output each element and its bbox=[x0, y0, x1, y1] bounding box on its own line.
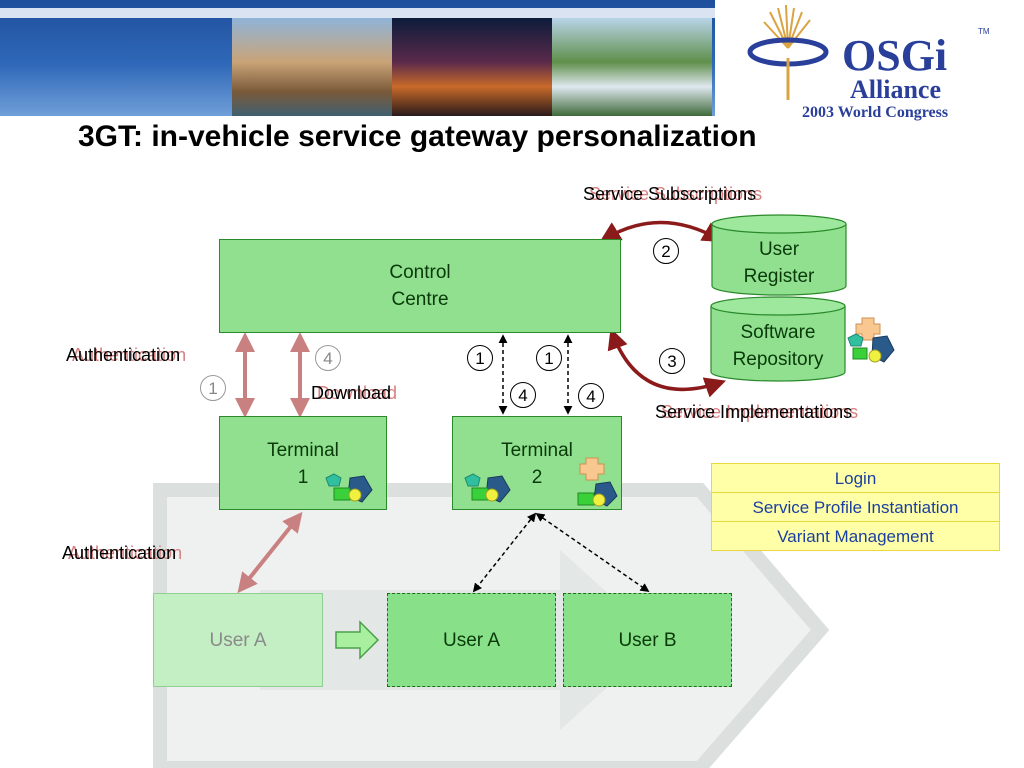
user-register-cylinder bbox=[711, 214, 847, 296]
service-subscriptions-text: Service Subscriptions bbox=[583, 184, 757, 204]
step-number-terminal2-right-down: 4 bbox=[578, 383, 604, 409]
legend-row-service-profile: Service Profile Instantiation bbox=[711, 492, 1000, 522]
software-repository-line1: Software bbox=[740, 322, 816, 343]
logo-alliance-text: Alliance bbox=[850, 75, 941, 104]
download-label: Download Download bbox=[311, 383, 397, 404]
header-strip bbox=[0, 8, 715, 18]
arrow-service-subscriptions bbox=[599, 220, 724, 243]
step-number-terminal2-left-down: 4 bbox=[510, 382, 536, 408]
step-number-terminal2-right-up: 1 bbox=[536, 345, 562, 371]
user-register-line1: User bbox=[758, 239, 800, 260]
user-a-label: User A bbox=[442, 629, 501, 651]
repository-bundle-icons bbox=[847, 317, 895, 363]
terminal-1-box: Terminal 1 bbox=[219, 416, 387, 510]
authentication-top-label: Authentication Authentication bbox=[66, 345, 186, 366]
user-a-faded-label: User A bbox=[209, 629, 267, 651]
user-a-box: User A bbox=[387, 593, 556, 687]
terminal-2-line1: Terminal bbox=[501, 440, 573, 461]
control-centre-line2: Centre bbox=[391, 289, 449, 310]
service-implementations-label: Service Implementations Service Implemen… bbox=[655, 402, 858, 423]
download-text: Download bbox=[311, 383, 392, 403]
user-b-box: User B bbox=[563, 593, 732, 687]
user-register-label: User Register bbox=[712, 236, 846, 290]
control-centre-box: Control Centre bbox=[219, 239, 621, 333]
osgi-logo-graphic: OSGi TM Alliance 2003 World Congress bbox=[747, 4, 990, 121]
osgi-logo: OSGi TM Alliance 2003 World Congress bbox=[740, 0, 1024, 130]
user-b-label: User B bbox=[618, 629, 677, 651]
header-photo-night bbox=[392, 18, 552, 116]
download-shadow: Download bbox=[317, 383, 398, 403]
software-repository-line2: Repository bbox=[732, 349, 824, 370]
logo-congress-text: 2003 World Congress bbox=[802, 104, 948, 121]
legend-table: Login Service Profile Instantiation Vari… bbox=[711, 463, 1000, 551]
step-number-terminal1-authentication: 1 bbox=[200, 375, 226, 401]
software-repository-cylinder bbox=[710, 296, 846, 382]
arrow-terminal2-user-a bbox=[472, 512, 537, 593]
arrow-user-authentication bbox=[237, 511, 303, 594]
terminal-1-line1: Terminal bbox=[267, 440, 339, 461]
legend-row-login: Login bbox=[711, 463, 1000, 493]
terminal-1-line2: 1 bbox=[297, 467, 309, 488]
authentication-bottom-text: Authentication bbox=[62, 543, 177, 563]
step-number-terminal2-left-up: 1 bbox=[467, 345, 493, 371]
authentication-bottom-shadow: Authentication bbox=[68, 543, 183, 563]
step-number-subscriptions: 2 bbox=[653, 238, 679, 264]
arrow-service-implementations bbox=[607, 328, 726, 398]
header-photo-town bbox=[232, 18, 392, 116]
arrow-terminal2-user-b bbox=[535, 512, 650, 593]
service-implementations-shadow: Service Implementations bbox=[661, 402, 859, 422]
terminal-2-line2: 2 bbox=[531, 467, 543, 488]
move-user-arrow bbox=[335, 620, 380, 660]
control-centre-line1: Control bbox=[389, 262, 451, 283]
logo-trademark: TM bbox=[978, 27, 990, 36]
step-number-implementations: 3 bbox=[659, 348, 685, 374]
user-register-line2: Register bbox=[743, 266, 815, 287]
service-implementations-text: Service Implementations bbox=[655, 402, 853, 422]
header-photo-fountain bbox=[552, 18, 712, 116]
software-repository-label: Software Repository bbox=[711, 319, 845, 373]
authentication-top-shadow: Authentication bbox=[72, 345, 187, 365]
logo-osgi-text: OSGi bbox=[842, 31, 947, 80]
user-a-faded-box: User A bbox=[153, 593, 323, 687]
legend-row-variant-management: Variant Management bbox=[711, 521, 1000, 551]
step-number-terminal1-download: 4 bbox=[315, 345, 341, 371]
service-subscriptions-shadow: Service Subscriptions bbox=[589, 184, 763, 204]
terminal-2-box: Terminal 2 bbox=[452, 416, 622, 510]
service-subscriptions-label: Service Subscriptions Service Subscripti… bbox=[583, 184, 762, 205]
authentication-top-text: Authentication bbox=[66, 345, 181, 365]
page-title: 3GT: in-vehicle service gateway personal… bbox=[78, 120, 757, 153]
authentication-bottom-label: Authentication Authentication bbox=[62, 543, 182, 564]
